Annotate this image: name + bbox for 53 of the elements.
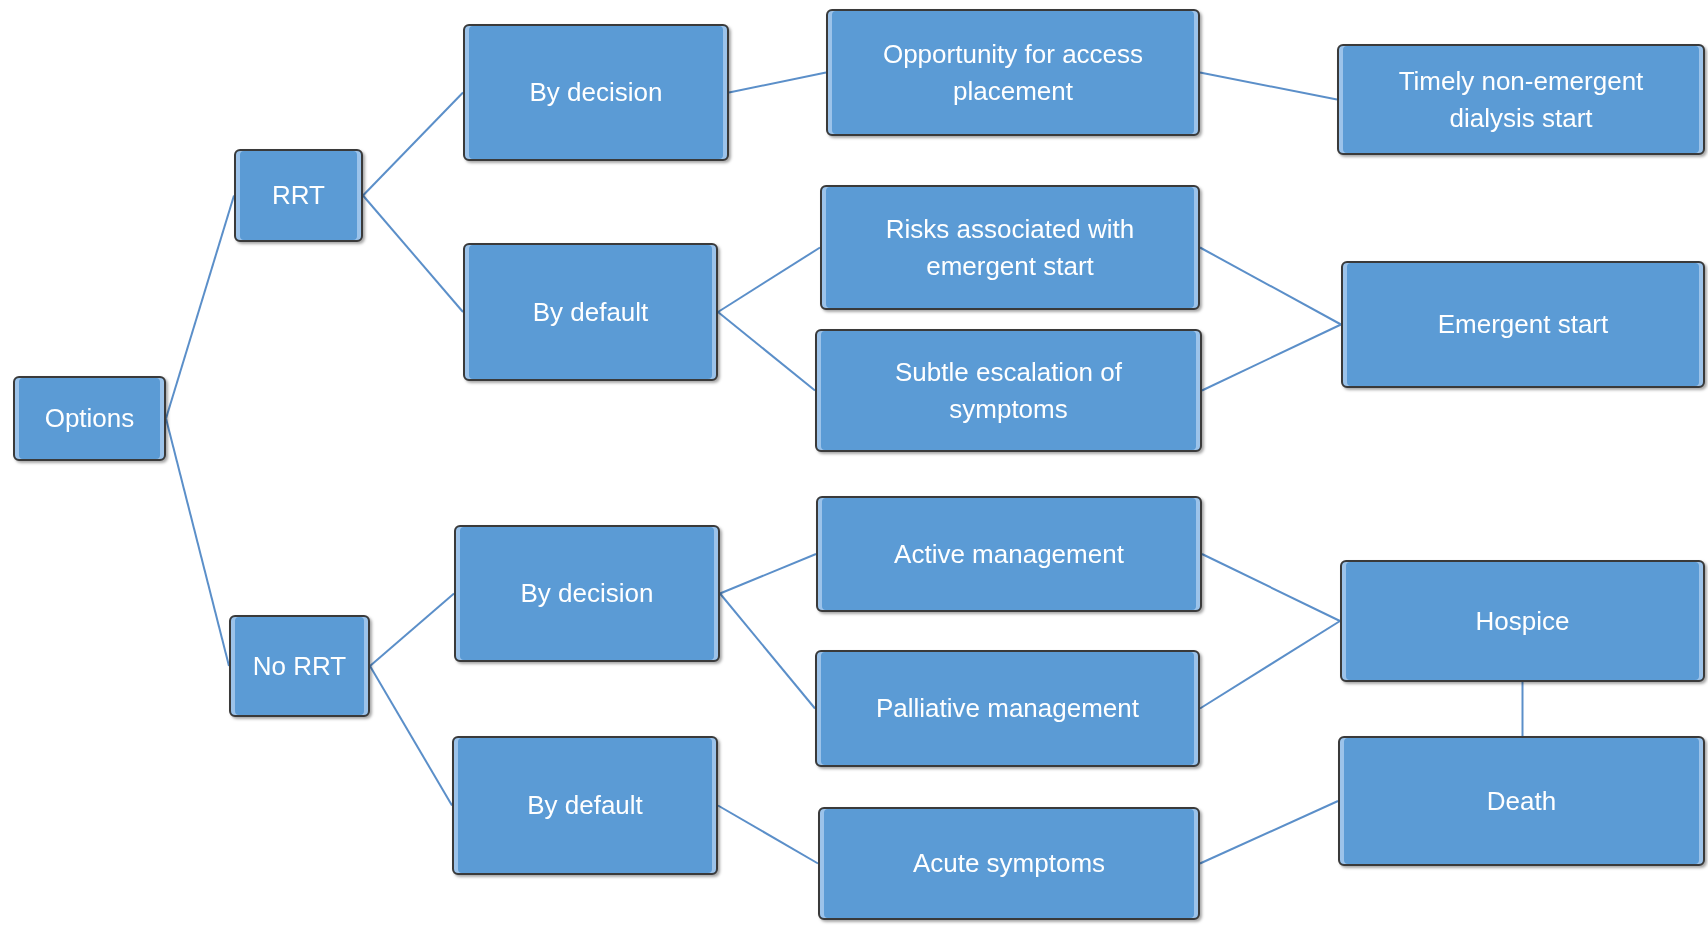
connector-line [165, 194, 235, 420]
box-label: By decision [529, 76, 663, 110]
process-box [826, 9, 1200, 136]
connector-line [1201, 323, 1342, 392]
connector-line [717, 311, 816, 392]
box-label: Palliative management [875, 692, 1139, 726]
connector-line [362, 91, 464, 197]
connector-line [719, 592, 816, 710]
process-box [818, 807, 1200, 920]
connector-line [717, 804, 819, 865]
process-box [815, 329, 1202, 452]
box-label: Active management [894, 537, 1124, 571]
box-label: Emergent start [1437, 308, 1609, 342]
connector-line [717, 246, 821, 313]
connector-line [369, 592, 455, 667]
box-label: By decision [520, 577, 654, 611]
box-label: Risks associated with emergent start [884, 213, 1136, 283]
process-box [1340, 560, 1705, 682]
connector-line [1199, 800, 1339, 865]
box-label: No RRT [252, 649, 347, 683]
connector-line [1199, 71, 1338, 101]
connector-line [728, 71, 827, 94]
process-box [463, 243, 718, 381]
process-box [463, 24, 729, 161]
process-box [13, 376, 166, 461]
process-box [816, 496, 1202, 612]
process-box [454, 525, 720, 662]
process-box [452, 736, 718, 875]
connector-line [719, 553, 817, 595]
process-box [234, 149, 363, 242]
connector-line [1521, 681, 1524, 737]
process-box [229, 615, 370, 717]
box-label: Opportunity for access placement [881, 38, 1145, 108]
process-box [1341, 261, 1705, 388]
box-label: Acute symptoms [912, 847, 1106, 881]
connector-line [1201, 553, 1341, 622]
box-label: Timely non-emergent dialysis start [1397, 65, 1645, 135]
box-label: By default [532, 295, 649, 329]
connector-line [369, 665, 453, 807]
box-label: Options [44, 402, 135, 436]
box-label: Death [1486, 784, 1557, 818]
connector-line [1199, 246, 1342, 326]
connector-line [1199, 620, 1341, 710]
process-box [815, 650, 1200, 767]
process-box [1337, 44, 1705, 155]
box-label: RRT [272, 179, 325, 213]
connector-line [362, 194, 464, 313]
box-label: By default [527, 789, 643, 823]
connector-line [165, 417, 230, 667]
box-label: Subtle escalation of symptoms [894, 356, 1123, 426]
process-box [1338, 736, 1705, 866]
process-box [820, 185, 1200, 310]
box-label: Hospice [1475, 604, 1570, 638]
